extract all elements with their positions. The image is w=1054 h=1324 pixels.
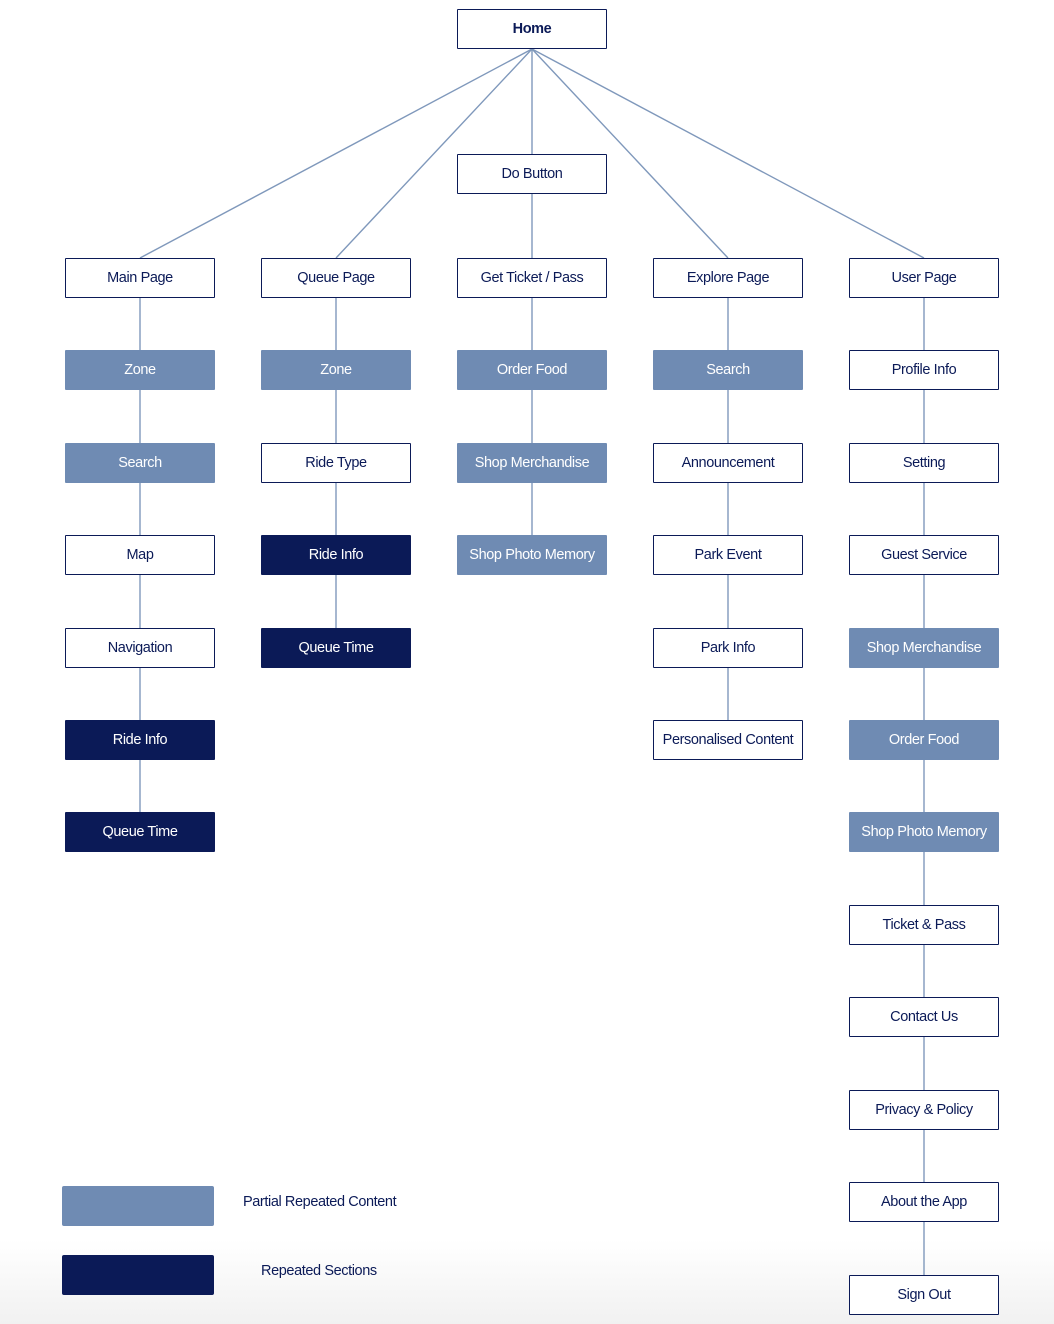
node-explore-personalised-content[interactable]: Personalised Content <box>653 720 803 760</box>
node-user-user-page[interactable]: User Page <box>849 258 999 298</box>
node-queue-ride-type[interactable]: Ride Type <box>261 443 411 483</box>
node-explore-announcement[interactable]: Announcement <box>653 443 803 483</box>
node-user-privacy-policy[interactable]: Privacy & Policy <box>849 1090 999 1130</box>
node-user-ticket-pass[interactable]: Ticket & Pass <box>849 905 999 945</box>
node-main-zone[interactable]: Zone <box>65 350 215 390</box>
legend-label-partial: Partial Repeated Content <box>243 1194 397 1210</box>
node-ticket-shop-photo-memory[interactable]: Shop Photo Memory <box>457 535 607 575</box>
node-queue-queue-page[interactable]: Queue Page <box>261 258 411 298</box>
link-home-to-main <box>139 48 533 259</box>
node-queue-zone[interactable]: Zone <box>261 350 411 390</box>
node-explore-search[interactable]: Search <box>653 350 803 390</box>
node-queue-queue-time[interactable]: Queue Time <box>261 628 411 668</box>
node-main-search[interactable]: Search <box>65 443 215 483</box>
link-home-to-explore <box>531 48 729 259</box>
node-user-shop-photo-memory[interactable]: Shop Photo Memory <box>849 812 999 852</box>
node-user-profile-info[interactable]: Profile Info <box>849 350 999 390</box>
node-user-guest-service[interactable]: Guest Service <box>849 535 999 575</box>
node-user-order-food[interactable]: Order Food <box>849 720 999 760</box>
link-home-to-queue <box>335 48 533 259</box>
node-ticket-shop-merchandise[interactable]: Shop Merchandise <box>457 443 607 483</box>
node-main-navigation[interactable]: Navigation <box>65 628 215 668</box>
node-explore-park-event[interactable]: Park Event <box>653 535 803 575</box>
legend-swatch-partial <box>62 1186 214 1226</box>
node-user-about-the-app[interactable]: About the App <box>849 1182 999 1222</box>
node-ticket-get-ticket-pass[interactable]: Get Ticket / Pass <box>457 258 607 298</box>
node-queue-ride-info[interactable]: Ride Info <box>261 535 411 575</box>
legend-swatch-repeated <box>62 1255 214 1295</box>
link-home-to-user <box>531 48 925 259</box>
node-explore-explore-page[interactable]: Explore Page <box>653 258 803 298</box>
node-user-contact-us[interactable]: Contact Us <box>849 997 999 1037</box>
node-user-sign-out[interactable]: Sign Out <box>849 1275 999 1315</box>
home-node[interactable]: Home <box>457 9 607 49</box>
node-user-setting[interactable]: Setting <box>849 443 999 483</box>
node-user-shop-merchandise[interactable]: Shop Merchandise <box>849 628 999 668</box>
node-ticket-order-food[interactable]: Order Food <box>457 350 607 390</box>
do-button-node[interactable]: Do Button <box>457 154 607 194</box>
legend-label-repeated: Repeated Sections <box>261 1263 377 1279</box>
node-main-ride-info[interactable]: Ride Info <box>65 720 215 760</box>
node-explore-park-info[interactable]: Park Info <box>653 628 803 668</box>
node-main-queue-time[interactable]: Queue Time <box>65 812 215 852</box>
node-main-main-page[interactable]: Main Page <box>65 258 215 298</box>
node-main-map[interactable]: Map <box>65 535 215 575</box>
